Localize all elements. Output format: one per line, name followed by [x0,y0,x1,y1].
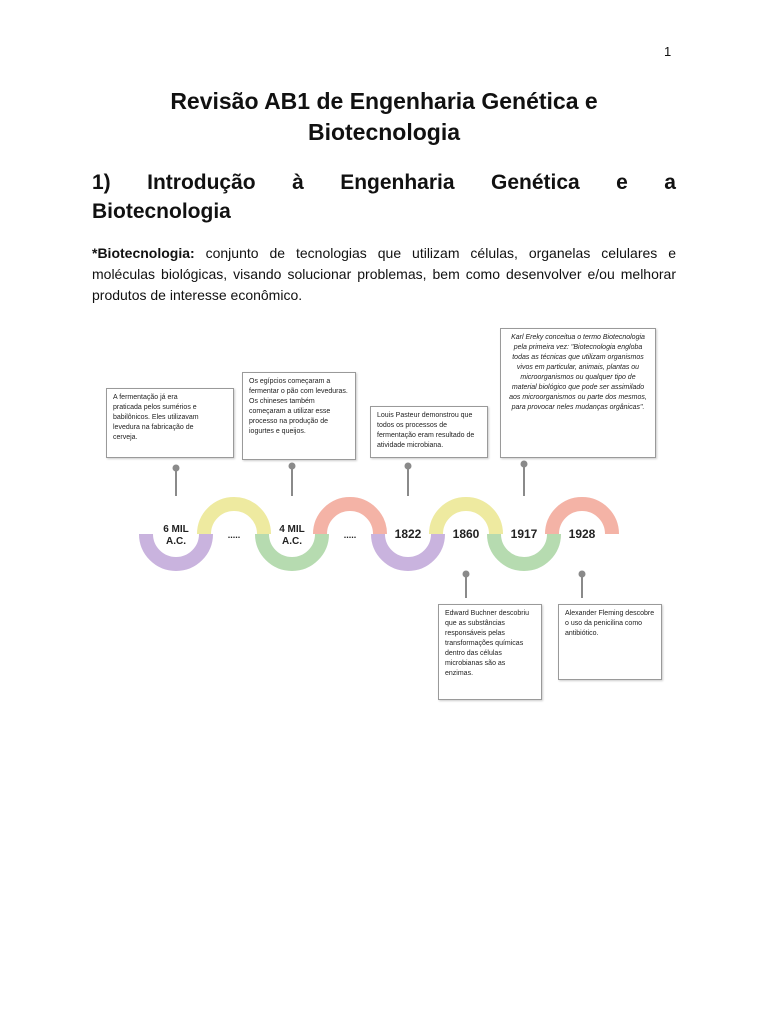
section-heading-line-1: 1) Introdução à Engenharia Genética e a [92,168,676,197]
timeline-node-label: 1917 [511,527,538,541]
definition-paragraph: *Biotecnologia: conjunto de tecnologias … [92,243,676,306]
timeline-arc [255,533,329,571]
document-title: Revisão AB1 de Engenharia Genética e Bio… [92,86,676,148]
heading-word: e [616,171,628,194]
timeline-arc [313,497,387,535]
timeline-card-pasteur: Louis Pasteur demonstrou que todos os pr… [370,406,488,458]
timeline-connector-dot [462,570,470,578]
page-number: 1 [664,44,672,59]
timeline-arc [197,497,271,535]
definition-text: conjunto de tecnologias que utilizam cél… [92,245,676,303]
timeline-connector-dot [288,462,296,470]
heading-word: Introdução [147,171,256,194]
timeline-card-sumerians: A fermentação já era praticada pelos sum… [106,388,234,458]
timeline-connector-dot [578,570,586,578]
definition-term: *Biotecnologia: [92,245,195,261]
timeline-arcs [139,497,619,571]
timeline-node-label: 1822 [395,527,422,541]
timeline-node-label: ..... [344,530,357,540]
timeline-arc [487,533,561,571]
card-text: Os egípcios começaram a fermentar o pão … [249,378,348,435]
timeline-node-label: 1860 [453,527,480,541]
heading-word: Engenharia [340,171,455,194]
title-line-1: Revisão AB1 de Engenharia Genética e [170,88,598,114]
timeline-arc [429,497,503,535]
timeline-arc [545,497,619,535]
timeline-connector-dot [404,462,412,470]
timeline-node-label: ..... [228,530,241,540]
card-text: Louis Pasteur demonstrou que todos os pr… [377,412,475,449]
heading-word: 1) [92,171,111,194]
timeline-arc [371,533,445,571]
heading-word: a [664,171,676,194]
heading-word: Genética [491,171,580,194]
timeline-arc [139,533,213,571]
timeline-connector-dot [172,464,180,472]
card-text: Alexander Fleming descobre o uso da peni… [565,610,655,637]
card-text: Edward Buchner descobriu que as substânc… [445,610,530,677]
timeline-connector-dot [520,460,528,468]
timeline-connectors [172,460,586,598]
timeline-card-egyptians: Os egípcios começaram a fermentar o pão … [242,372,356,460]
card-text: Karl Ereky conceitua o termo Biotecnolog… [509,334,647,411]
title-line-2: Biotecnologia [307,119,461,145]
timeline-card-fleming: Alexander Fleming descobre o uso da peni… [558,604,662,680]
section-heading-line-2: Biotecnologia [92,200,231,223]
timeline-node-label: 1928 [569,527,596,541]
timeline-card-ereky: Karl Ereky conceitua o termo Biotecnolog… [500,328,656,458]
heading-word: à [292,171,304,194]
timeline-card-buchner: Edward Buchner descobriu que as substânc… [438,604,542,700]
section-heading: 1) Introdução à Engenharia Genética e a … [92,168,676,226]
card-text: A fermentação já era praticada pelos sum… [113,394,199,441]
